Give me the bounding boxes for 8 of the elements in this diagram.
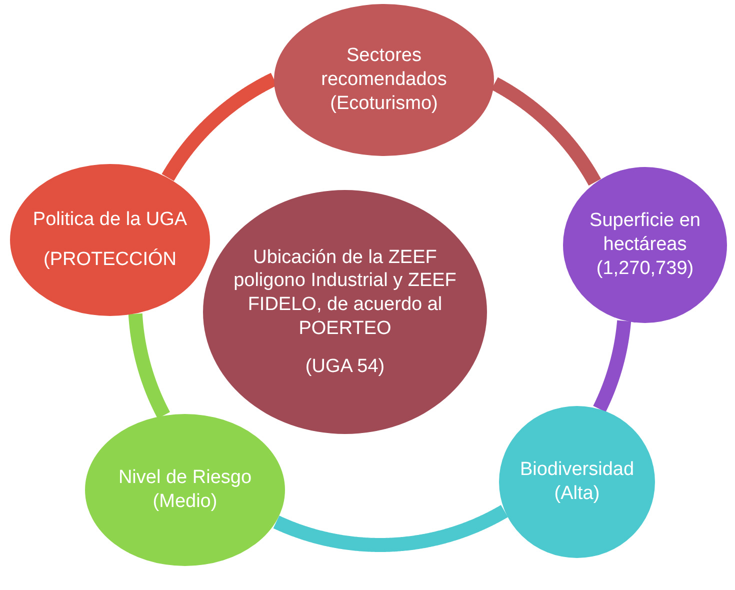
node-text: Ubicación de la ZEEF poligono Industrial y ZEEF FIDELO, de acuerdo al POERTEO [232,246,458,341]
node-text: Superficie en hectáreas (1,270,739) [588,209,702,281]
node-text: Sectores recomendados (Ecoturismo) [320,44,448,116]
node-text: Biodiversidad (Alta) [518,458,636,506]
node-text: Politica de la UGA [32,208,188,232]
node-text: Nivel de Riesgo (Medio) [117,466,253,514]
node-text: (UGA 54) [305,354,385,378]
node-text: (PROTECCIÓN [44,248,176,272]
